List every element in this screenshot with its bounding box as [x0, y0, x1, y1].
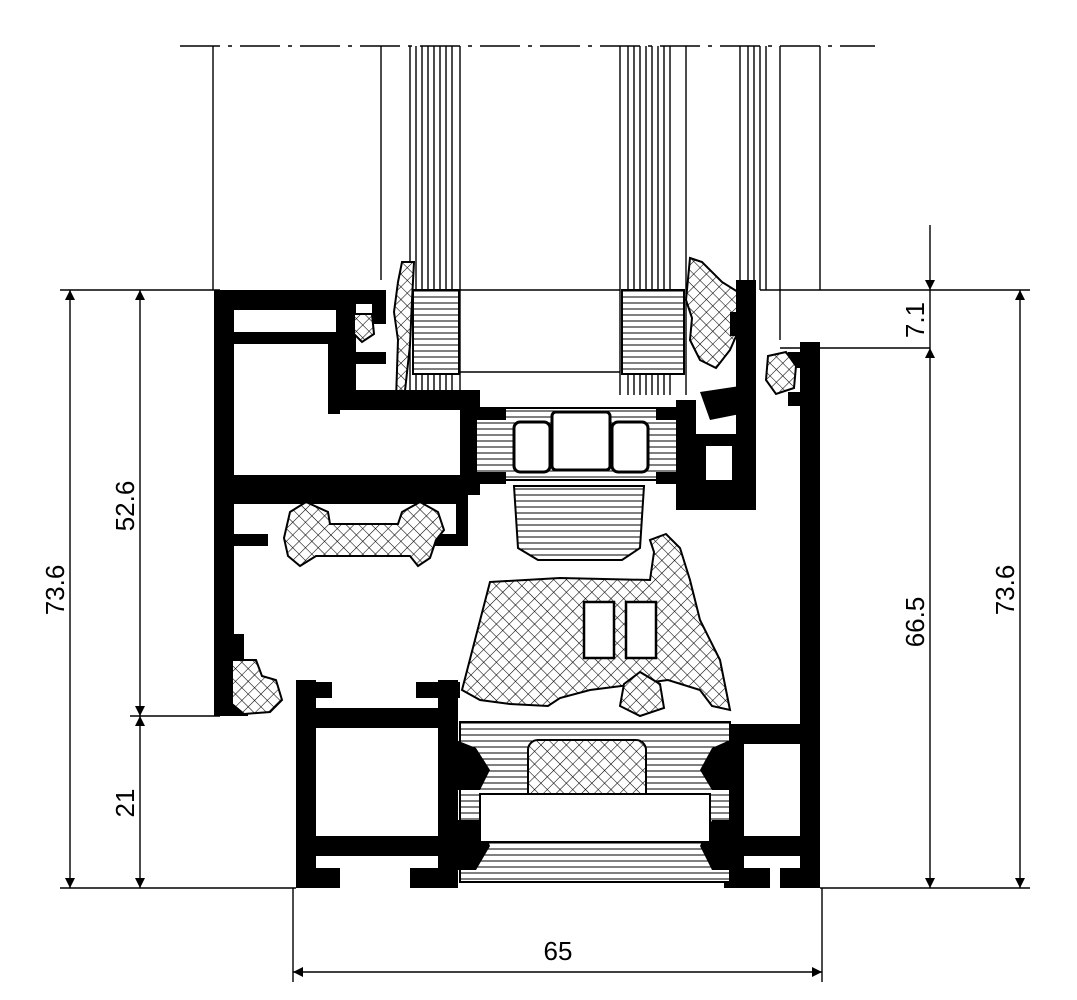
dimension-frame-inner-height: 66.5	[900, 348, 935, 888]
spacer-strip-right	[621, 289, 685, 375]
dim-label-frame-base-height: 21	[110, 789, 140, 818]
dimension-overall-height-right: 73.6	[990, 290, 1025, 888]
dimension-frame-width: 65	[293, 936, 822, 977]
dim-label-sash-height: 52.6	[110, 481, 140, 532]
frame-profile	[296, 680, 820, 888]
dimension-sash-height: 52.6	[110, 290, 145, 716]
dimension-frame-base-height: 21	[110, 716, 145, 888]
dim-label-overall-height-right: 73.6	[990, 565, 1020, 616]
dim-label-frame-inner-height: 66.5	[900, 597, 930, 648]
dimension-glazing-rebate: 7.1	[900, 225, 935, 348]
dim-label-glazing-rebate: 7.1	[900, 302, 930, 338]
sash-gasket-bottom	[231, 659, 284, 716]
sash-clip-channel	[282, 500, 446, 568]
dim-label-overall-height-left: 73.6	[40, 565, 70, 616]
dimension-overall-height-left: 73.6	[40, 290, 75, 888]
glazing-gasket-right	[684, 256, 746, 370]
sash-profile	[214, 290, 480, 716]
spacer-strip-left	[412, 289, 460, 375]
frame-gasket-top	[764, 350, 798, 396]
glass-pane-inner	[739, 46, 781, 340]
sash-gasket-top	[353, 313, 376, 344]
glazing-unit	[180, 45, 875, 401]
dim-label-frame-width: 65	[544, 936, 573, 966]
thermal-break	[475, 407, 687, 561]
frame-right-top	[676, 280, 820, 888]
glazing-gasket-left	[392, 261, 416, 401]
